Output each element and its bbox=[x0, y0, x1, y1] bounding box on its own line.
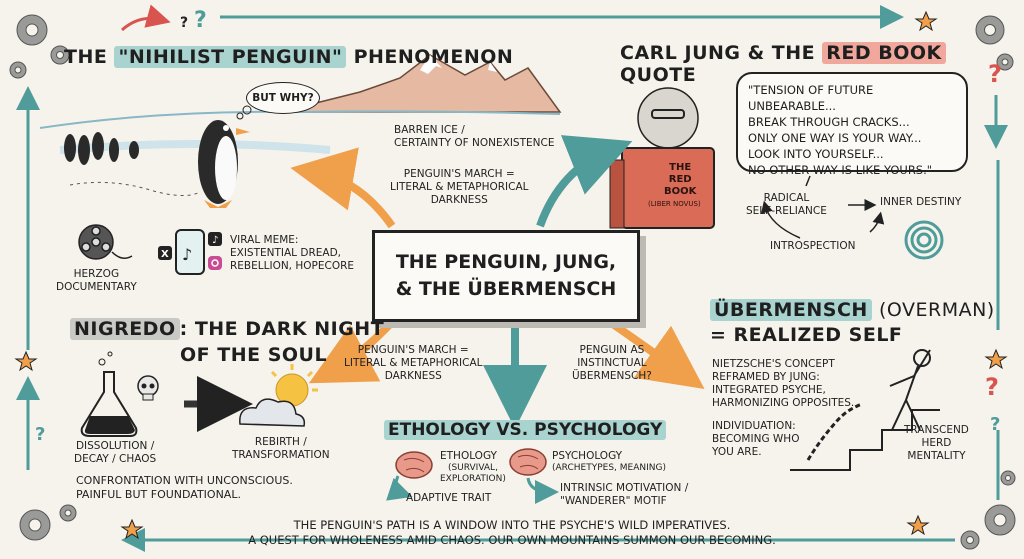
radical-self-reliance-label: RADICAL SELF-RELIANCE bbox=[746, 192, 827, 217]
penguin-group-icon bbox=[64, 132, 139, 165]
film-reel-icon bbox=[78, 224, 133, 260]
individuation-label: INDIVIDUATION: BECOMING WHO YOU ARE. bbox=[712, 420, 800, 458]
psychology-head: PSYCHOLOGY bbox=[552, 450, 623, 462]
ethology-title-text: ETHOLOGY VS. PSYCHOLOGY bbox=[384, 420, 667, 440]
nigredo-title: NIGREDO: THE DARK NIGHT OF THE SOUL bbox=[70, 316, 384, 368]
nigredo-title-line2: OF THE SOUL bbox=[180, 344, 328, 366]
arrow-to-ubermensch bbox=[607, 318, 705, 389]
footer-line2: A QUEST FOR WHOLENESS AMID CHAOS. OUR OW… bbox=[248, 533, 776, 547]
introspection-label: INTROSPECTION bbox=[770, 240, 856, 252]
march-left-label: PENGUIN'S MARCH = LITERAL & METAPHORICAL… bbox=[344, 344, 483, 382]
svg-text:X: X bbox=[161, 249, 169, 260]
thought-bubble: BUT WHY? bbox=[246, 82, 320, 114]
brain-icon-ethology bbox=[385, 451, 433, 501]
inner-destiny-label: INNER DESTINY bbox=[880, 196, 962, 208]
stairs-climber-icon bbox=[790, 349, 940, 471]
dissolution-label: DISSOLUTION / DECAY / CHAOS bbox=[74, 440, 157, 465]
svg-text:♪: ♪ bbox=[212, 235, 218, 246]
red-book-icon bbox=[609, 147, 715, 229]
x-social-icon: X bbox=[158, 246, 172, 260]
nihilist-title-post: PHENOMENON bbox=[353, 46, 514, 68]
gear-icons bbox=[9, 14, 1016, 550]
ethology-title: ETHOLOGY VS. PSYCHOLOGY bbox=[384, 420, 667, 440]
nihilist-title-highlight: "NIHILIST PENGUIN" bbox=[114, 46, 347, 68]
ubermensch-title-highlight: ÜBERMENSCH bbox=[710, 299, 872, 321]
spiral-icon bbox=[904, 220, 944, 260]
ubermensch-title-line2: = REALIZED SELF bbox=[710, 324, 903, 346]
red-book-subtitle: (LIBER NOVUS) bbox=[648, 200, 701, 208]
barren-ice-label: BARREN ICE / CERTAINTY OF NONEXISTENCE bbox=[394, 124, 555, 149]
instinctual-label: PENGUIN AS INSTINCTUAL ÜBERMENSCH? bbox=[572, 344, 652, 382]
star-icons bbox=[14, 10, 1008, 540]
center-title-box: THE PENGUIN, JUNG, & THE ÜBERMENSCH bbox=[372, 230, 640, 322]
nigredo-title-rest: : THE DARK NIGHT bbox=[179, 318, 385, 340]
svg-text:?: ? bbox=[985, 373, 999, 401]
viral-meme-label: VIRAL MEME: EXISTENTIAL DREAD, REBELLION… bbox=[230, 234, 355, 272]
ubermensch-title-rest: (OVERMAN) bbox=[878, 299, 995, 321]
rebirth-label: REBIRTH / TRANSFORMATION bbox=[232, 436, 330, 461]
svg-text:?: ? bbox=[180, 15, 188, 31]
jung-title: CARL JUNG & THE RED BOOK QUOTE bbox=[620, 42, 1024, 86]
jung-title-highlight: RED BOOK bbox=[822, 42, 946, 64]
tiktok-icon: ♪ bbox=[208, 232, 222, 246]
nigredo-title-highlight: NIGREDO bbox=[70, 318, 180, 340]
skull-icon bbox=[137, 375, 159, 401]
svg-text:?: ? bbox=[194, 8, 207, 33]
thought-bubble-text: BUT WHY? bbox=[252, 92, 314, 104]
svg-text:?: ? bbox=[35, 424, 45, 445]
footer: THE PENGUIN'S PATH IS A WINDOW INTO THE … bbox=[0, 518, 1024, 548]
ethology-head: ETHOLOGY bbox=[440, 450, 497, 462]
ethology-sub: (SURVIVAL, EXPLORATION) bbox=[440, 463, 506, 484]
svg-text:?: ? bbox=[990, 414, 1000, 435]
red-book-title: THE RED BOOK bbox=[664, 162, 697, 197]
arrow-to-nihilist bbox=[290, 147, 396, 229]
confrontation-label: CONFRONTATION WITH UNCONSCIOUS. PAINFUL … bbox=[76, 474, 293, 501]
nihilist-penguin-icon bbox=[198, 120, 250, 208]
footer-line1: THE PENGUIN'S PATH IS A WINDOW INTO THE … bbox=[293, 518, 731, 532]
flask-icon bbox=[80, 351, 138, 437]
jung-title-pre: CARL JUNG & THE bbox=[620, 42, 816, 64]
transcend-label: TRANSCEND HERD MENTALITY bbox=[904, 424, 969, 462]
center-title-line1: THE PENGUIN, JUNG, bbox=[395, 251, 617, 273]
brain-icon-psychology bbox=[509, 448, 559, 504]
svg-text:♪: ♪ bbox=[182, 245, 192, 264]
nihilist-title-pre: THE bbox=[64, 46, 108, 68]
ubermensch-concept: NIETZSCHE'S CONCEPT REFRAMED BY JUNG: IN… bbox=[712, 358, 855, 409]
question-mark-icons: ? ? ? ? ? ? bbox=[35, 8, 1002, 445]
psychology-sub: (ARCHETYPES, MEANING) bbox=[552, 463, 666, 473]
arrow-to-nigredo bbox=[308, 319, 395, 384]
nihilist-title: THE "NIHILIST PENGUIN" PHENOMENON bbox=[64, 46, 513, 68]
march-top-label: PENGUIN'S MARCH = LITERAL & METAPHORICAL… bbox=[390, 168, 529, 206]
jung-quote: "TENSION OF FUTURE UNBEARABLE... BREAK T… bbox=[736, 72, 968, 177]
sun-cloud-icon bbox=[239, 364, 318, 427]
adaptive-trait-label: ADAPTIVE TRAIT bbox=[406, 492, 492, 504]
herzog-label: HERZOG DOCUMENTARY bbox=[56, 268, 137, 293]
corner-arrow-icon bbox=[121, 4, 171, 32]
arrow-to-jung bbox=[536, 135, 633, 228]
ubermensch-title: ÜBERMENSCH (OVERMAN) = REALIZED SELF bbox=[710, 298, 995, 348]
border-arrows bbox=[15, 5, 1008, 552]
jung-title-post: QUOTE bbox=[620, 64, 697, 86]
center-title-line2: & THE ÜBERMENSCH bbox=[395, 278, 617, 300]
intrinsic-label: INTRINSIC MOTIVATION / "WANDERER" MOTIF bbox=[560, 482, 689, 507]
instagram-icon bbox=[208, 256, 222, 270]
svg-text:?: ? bbox=[988, 60, 1002, 88]
phone-icon: ♪ bbox=[175, 229, 205, 275]
